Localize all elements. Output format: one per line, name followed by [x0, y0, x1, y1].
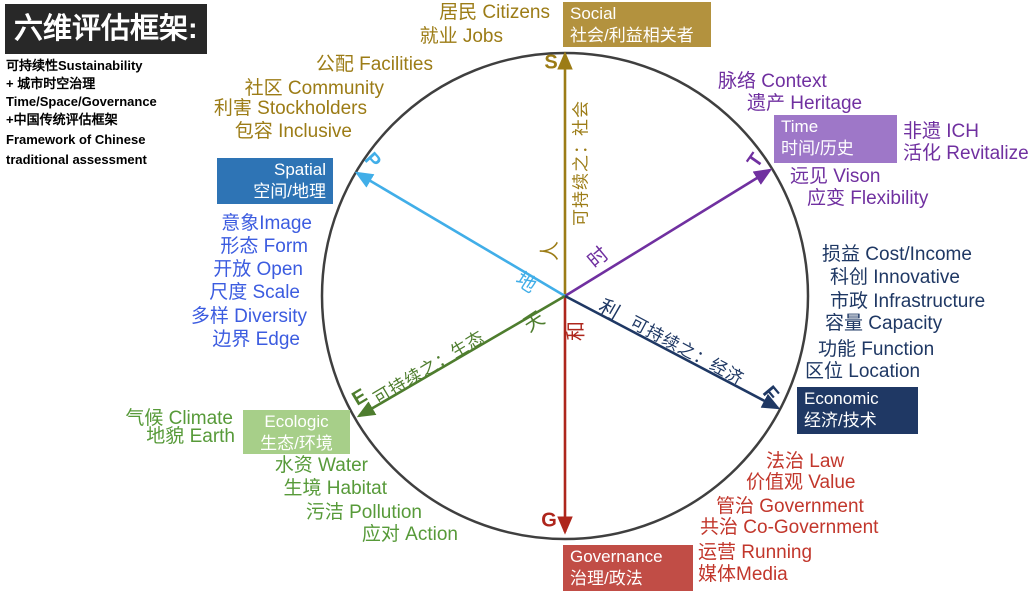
ecologic-item: 水资 Water — [274, 455, 368, 476]
ecologic-title-en: Ecologic — [264, 412, 329, 431]
governance-header-box: Governance 治理/政法 — [563, 545, 693, 591]
time-item: 远见 Vison — [790, 166, 881, 187]
ecologic-title-zh: 生态/环境 — [260, 434, 333, 453]
subtitle-line: +中国传统评估框架 — [6, 112, 118, 127]
governance-item: 媒体Media — [698, 564, 788, 585]
spatial-item: 边界 Edge — [212, 329, 300, 350]
time-item: 遗产 Heritage — [747, 93, 863, 114]
page-title: 六维评估框架: — [5, 4, 207, 54]
social-item: 利害 Stockholders — [213, 98, 367, 119]
axis-economic-line — [564, 294, 781, 410]
axis-time-line — [564, 168, 773, 298]
center-char-ren: 人 — [539, 241, 562, 261]
ecologic-item: 生境 Habitat — [283, 478, 387, 499]
governance-item: 运营 Running — [698, 542, 813, 563]
governance-title-en: Governance — [570, 547, 663, 566]
axis-spatial-line — [354, 171, 566, 298]
ecologic-item: 应对 Action — [361, 524, 458, 545]
time-header-box: Time 时间/历史 — [774, 115, 897, 163]
social-title-en: Social — [570, 4, 617, 23]
social-header-box: Social 社会/利益相关者 — [563, 2, 711, 47]
economic-item: 区位 Location — [805, 361, 921, 382]
social-item: 就业 Jobs — [419, 26, 503, 47]
subtitle-line: Framework of Chinese — [6, 132, 146, 147]
ecologic-item: 气候 Climate — [125, 408, 233, 429]
governance-item: 法治 Law — [766, 451, 845, 472]
governance-item: 管治 Government — [716, 496, 864, 517]
time-item: 应变 Flexibility — [807, 188, 929, 209]
subtitle-line: 可持续性Sustainability — [6, 58, 143, 73]
ecologic-header-box: Ecologic 生态/环境 — [243, 410, 350, 454]
economic-title-zh: 经济/技术 — [804, 411, 877, 430]
time-item: 非遗 ICH — [903, 121, 980, 142]
time-item: 活化 Revitalize — [903, 143, 1029, 164]
economic-item: 损益 Cost/Income — [822, 244, 972, 265]
ecologic-item: 地貌 Earth — [146, 426, 235, 447]
social-item: 包容 Inclusive — [234, 121, 352, 142]
axis-ecologic-line — [356, 294, 566, 418]
economic-title-en: Economic — [804, 389, 879, 408]
economic-item: 市政 Infrastructure — [830, 291, 986, 312]
axis-label-social: 可持续之：社会 — [571, 100, 591, 226]
spatial-item: 开放 Open — [213, 259, 303, 280]
governance-item: 价值观 Value — [746, 472, 856, 493]
economic-item: 容量 Capacity — [825, 313, 943, 334]
governance-item: 共治 Co-Government — [700, 517, 879, 538]
spatial-title-en: Spatial — [274, 160, 326, 179]
time-item: 脉络 Context — [718, 71, 827, 92]
spatial-title-zh: 空间/地理 — [253, 182, 326, 201]
economic-header-box: Economic 经济/技术 — [797, 387, 918, 434]
subtitle-line: traditional assessment — [6, 152, 147, 167]
economic-item: 功能 Function — [818, 339, 935, 360]
social-item: 公配 Facilities — [315, 54, 433, 75]
time-title-zh: 时间/历史 — [781, 139, 854, 158]
spatial-item: 形态 Form — [220, 236, 308, 257]
time-title-en: Time — [781, 117, 819, 136]
subtitle-line: + 城市时空治理 — [6, 76, 96, 91]
governance-title-zh: 治理/政法 — [570, 569, 643, 588]
spatial-item: 多样 Diversity — [190, 306, 307, 327]
economic-item: 科创 Innovative — [830, 267, 960, 288]
ecologic-item: 污洁 Pollution — [305, 502, 422, 523]
axis-letter-g: G — [541, 509, 557, 532]
spatial-item: 尺度 Scale — [209, 282, 300, 303]
social-title-zh: 社会/利益相关者 — [570, 26, 694, 45]
axis-letter-s: S — [544, 51, 558, 74]
subtitle-line: Time/Space/Governance — [6, 94, 157, 109]
spatial-item: 意象Image — [221, 213, 312, 234]
social-item: 居民 Citizens — [439, 2, 550, 23]
center-char-he: 和 — [565, 321, 588, 341]
social-item: 社区 Community — [244, 78, 384, 99]
spatial-header-box: Spatial 空间/地理 — [217, 158, 333, 204]
